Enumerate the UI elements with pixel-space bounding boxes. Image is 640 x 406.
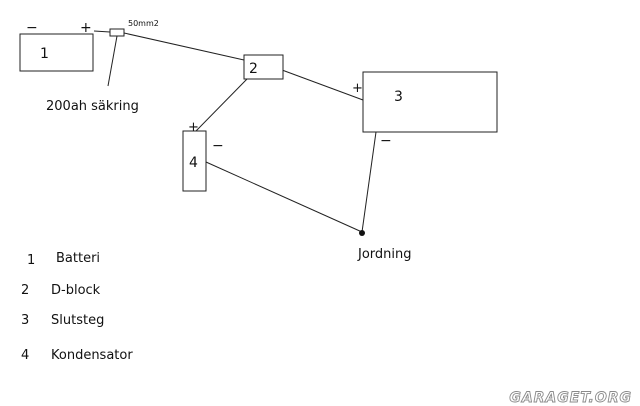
legend-name-1: Batteri xyxy=(56,251,100,266)
ground-label: Jordning xyxy=(357,247,412,262)
legend-name-2: D-block xyxy=(51,283,101,298)
legend-name-4: Kondensator xyxy=(51,348,133,363)
legend-name-3: Slutsteg xyxy=(51,313,104,328)
fuse-label: 200ah säkring xyxy=(46,99,139,114)
wire-battery-to-fuse xyxy=(93,30,111,33)
battery-minus-sign: − xyxy=(26,20,38,36)
wire-dblock-to-amp xyxy=(281,69,364,101)
wire-capacitor-to-ground xyxy=(205,161,363,233)
dblock-number: 2 xyxy=(249,61,258,77)
amp-number: 3 xyxy=(394,89,403,105)
wire-fuse-to-label xyxy=(107,35,118,87)
battery-number: 1 xyxy=(40,46,49,62)
legend-number-3: 3 xyxy=(21,313,29,328)
cable-size-label: 50mm2 xyxy=(128,19,159,28)
legend-number-1: 1 xyxy=(27,253,35,268)
ground-point xyxy=(359,230,365,236)
legend: 1 Batteri 2 D-block 3 Slutsteg 4 Kondens… xyxy=(21,251,133,363)
amp-minus-sign: − xyxy=(380,133,392,149)
legend-number-4: 4 xyxy=(21,348,29,363)
wire-amp-to-ground xyxy=(361,131,377,233)
garaget-watermark: GARAGET.ORG xyxy=(509,390,632,406)
capacitor-number: 4 xyxy=(189,155,198,171)
capacitor-plus-sign: + xyxy=(188,120,199,135)
amp-plus-sign: + xyxy=(352,81,363,96)
wire-fuse-to-dblock xyxy=(123,32,245,61)
capacitor-box xyxy=(182,130,207,192)
battery-plus-sign: + xyxy=(80,20,92,36)
wire-dblock-to-capacitor xyxy=(195,77,249,132)
legend-number-2: 2 xyxy=(21,283,29,298)
dblock-box xyxy=(243,54,284,80)
capacitor-minus-sign: − xyxy=(212,138,224,154)
battery-box xyxy=(19,33,94,72)
fuse-box xyxy=(109,28,125,37)
amp-box xyxy=(362,71,498,133)
